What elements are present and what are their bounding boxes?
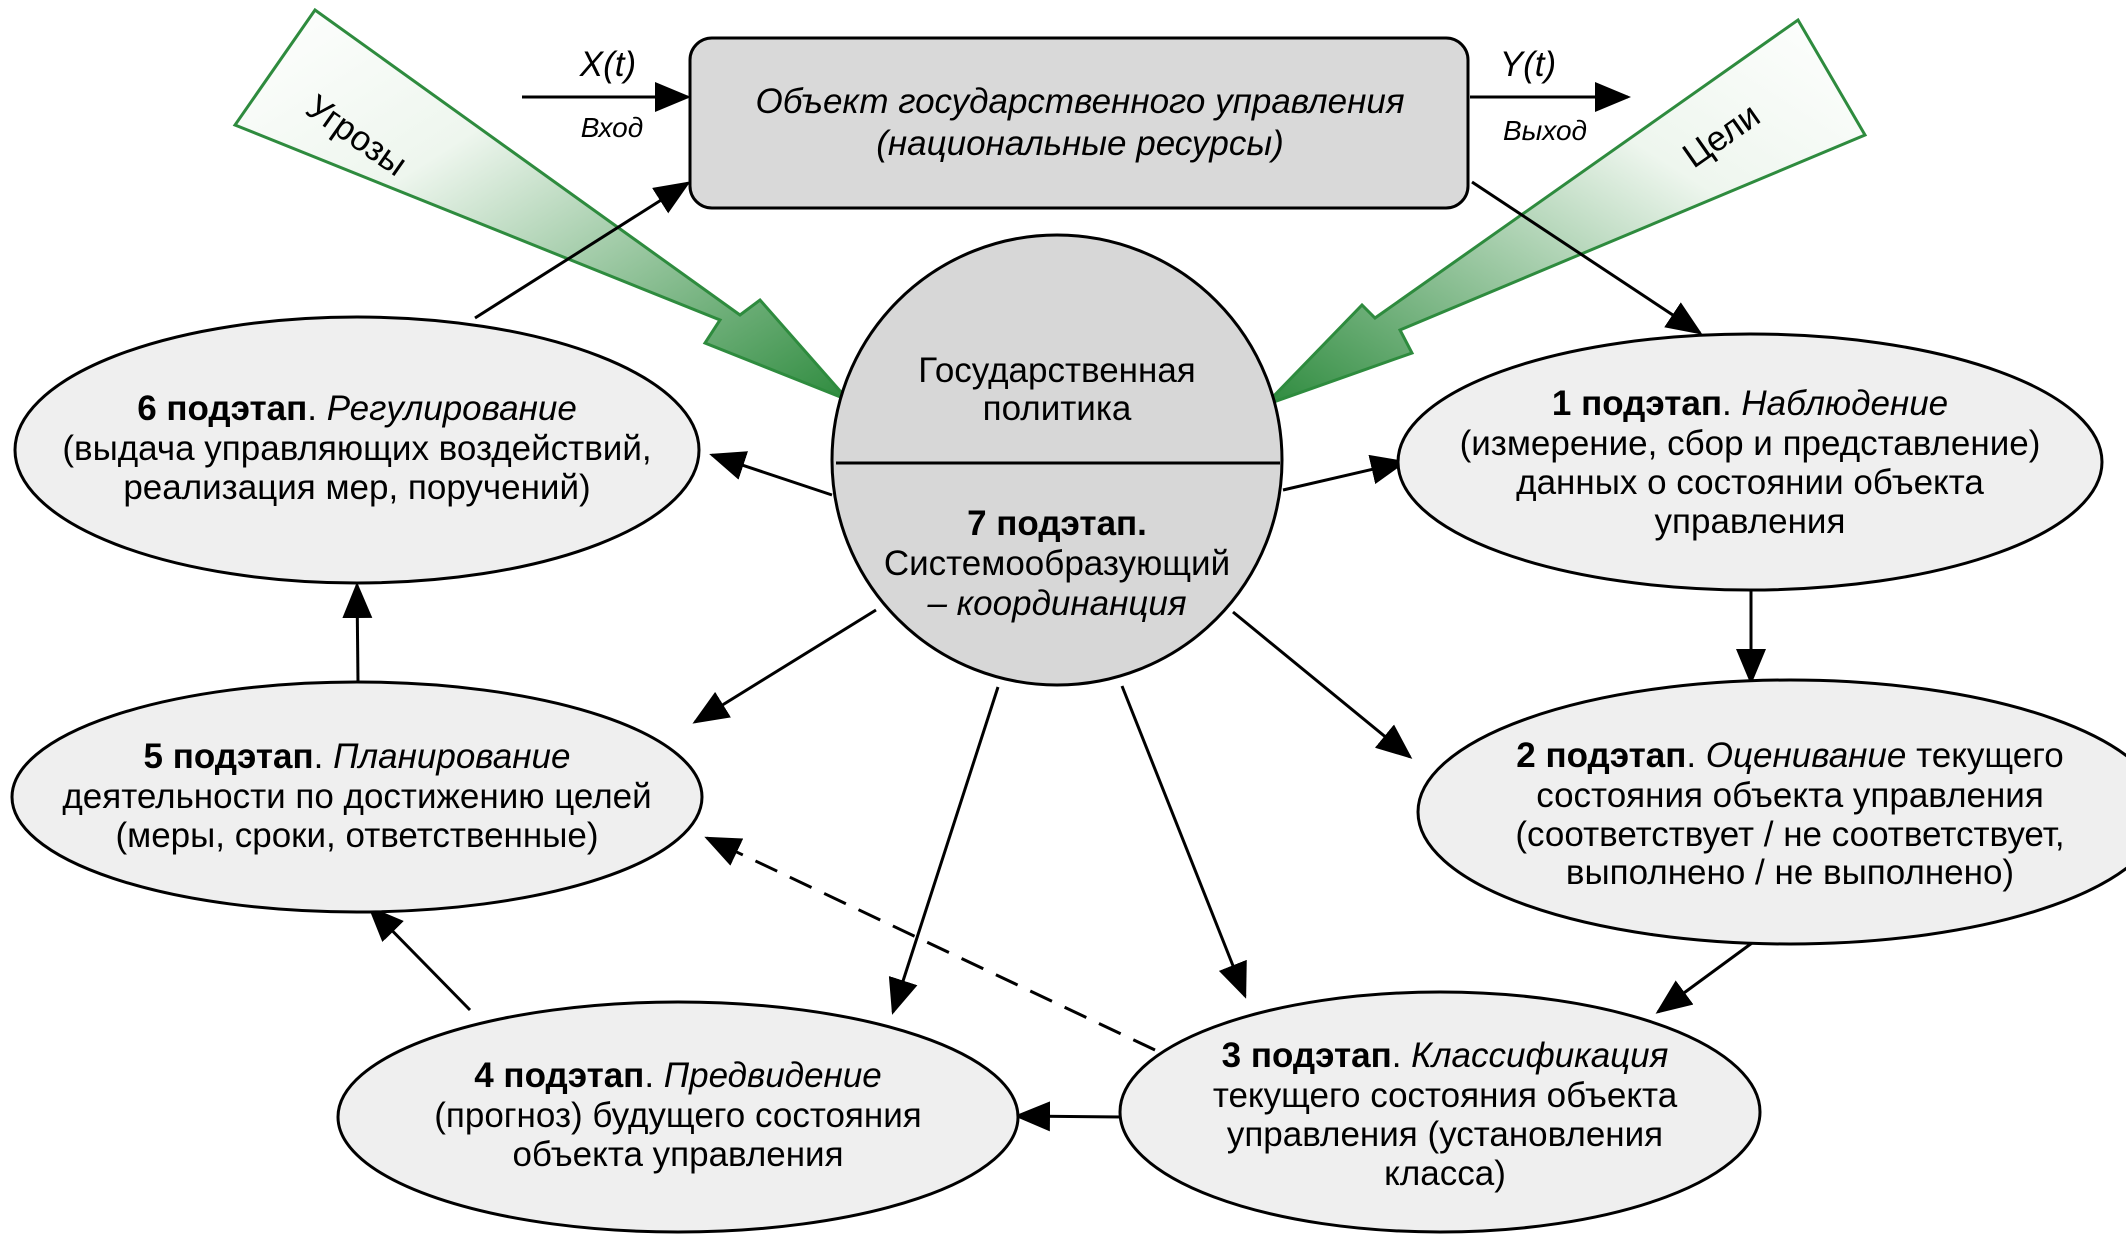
arrow-center-to-s5 (692, 608, 877, 724)
stage-3-line3: управления (установления (1227, 1115, 1663, 1154)
object-title: Объект государственного управления (755, 82, 1404, 121)
arrow-s4-to-s5 (367, 905, 472, 1012)
stage-5-line2: деятельности по достижению целей (62, 777, 651, 816)
center-top-line2: политика (983, 389, 1132, 428)
stage-6-heading: 6 подэтап. Регулирование (137, 389, 577, 428)
goals-arrow (1263, 17, 1868, 407)
arrow-s2-to-s3 (1655, 941, 1753, 1014)
center-top-line1: Государственная (918, 351, 1196, 390)
stage-4-heading: 4 подэтап. Предвидение (474, 1056, 882, 1095)
input-label: X(t) (579, 45, 636, 84)
arrow-center-to-s1 (1282, 454, 1407, 492)
object-subtitle: (национальные ресурсы) (876, 124, 1284, 163)
center-node: Государственная политика 7 подэтап. Сист… (830, 233, 1284, 687)
dashed-arrow-s3-to-s5 (704, 836, 1156, 1052)
stage-4-line2: (прогноз) будущего состояния (434, 1096, 921, 1135)
output-label: Y(t) (1500, 45, 1556, 84)
stage-3-node: 3 подэтап. Классификация текущего состоя… (1118, 990, 1762, 1234)
stage-2-heading: 2 подэтап. Оценивание текущего (1516, 736, 2064, 775)
arrow-s3-to-s4 (1014, 1101, 1123, 1132)
stage-2-line2: состояния объекта управления (1536, 776, 2044, 815)
stage-4-node: 4 подэтап. Предвидение (прогноз) будущег… (336, 1000, 1020, 1234)
stage-1-line3: данных о состоянии объекта (1516, 463, 1984, 502)
center-bottom-line2: Системообразующий (884, 544, 1230, 583)
stage-1-line4: управления (1655, 502, 1846, 541)
output-sublabel: Выход (1503, 115, 1587, 146)
stage-4-line3: объекта управления (512, 1135, 843, 1174)
arrow-s5-to-s6 (342, 582, 373, 684)
stage-3-line2: текущего состояния объекта (1213, 1076, 1678, 1115)
input-sublabel: Вход (581, 112, 643, 143)
stage-6-line2: (выдача управляющих воздействий, (62, 429, 651, 468)
stage-1-heading: 1 подэтап. Наблюдение (1552, 384, 1948, 423)
center-bottom-line3: – координанция (926, 584, 1186, 623)
arrow-center-to-s3 (1120, 685, 1247, 999)
arrow-object-to-s1 (1471, 180, 1703, 335)
threats-arrow (232, 7, 850, 402)
stage-2-node: 2 подэтап. Оценивание текущего состояния… (1416, 678, 2126, 946)
stage-3-line4: класса) (1384, 1154, 1506, 1193)
stage-6-line3: реализация мер, поручений) (123, 468, 590, 507)
stage-2-line4: выполнено / не выполнено) (1566, 853, 2014, 892)
stage-6-node: 6 подэтап. Регулирование (выдача управля… (13, 315, 701, 585)
stage-3-heading: 3 подэтап. Классификация (1222, 1036, 1669, 1075)
stage-5-heading: 5 подэтап. Планирование (144, 737, 571, 776)
arrow-center-to-s6 (709, 451, 833, 497)
stage-5-node: 5 подэтап. Планирование деятельности по … (10, 680, 704, 914)
center-bottom-bold: 7 подэтап. (967, 504, 1147, 543)
arrow-s6-to-object (474, 181, 691, 320)
object-box (688, 36, 1470, 210)
stage-2-line3: (соответствует / не соответствует, (1515, 815, 2064, 854)
arrow-center-to-s4 (888, 686, 1000, 1015)
stage-5-line3: (меры, сроки, ответственные) (116, 816, 599, 855)
stage-1-line2: (измерение, сбор и представление) (1460, 424, 2041, 463)
arrow-center-to-s2 (1232, 610, 1413, 759)
stage-1-node: 1 подэтап. Наблюдение (измерение, сбор и… (1396, 332, 2104, 592)
